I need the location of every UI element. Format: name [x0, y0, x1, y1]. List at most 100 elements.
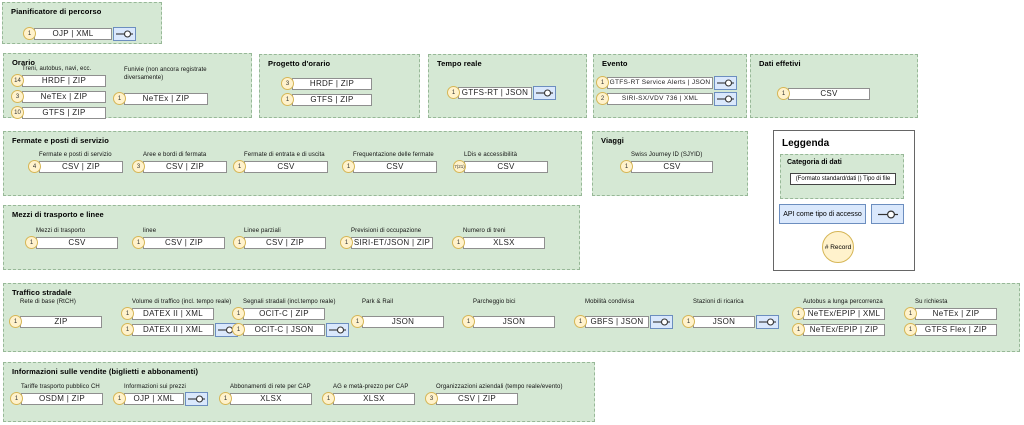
format-box: SIRI-SX/VDV 736 | XML [607, 92, 713, 105]
record-count-badge: 1 [113, 92, 126, 106]
format-box: OSDM | ZIP [21, 392, 103, 405]
section-title: Dati effetivi [759, 59, 801, 68]
format-box: CSV | ZIP [143, 236, 225, 249]
item-label: Parcheggio bici [473, 299, 516, 305]
item-label: Frequentazione delle fermate [353, 152, 434, 158]
record-count-badge: 1 [351, 315, 364, 328]
section-informazioni-sulle-vendite: Informazioni sulle vendite (biglietti e … [3, 362, 595, 422]
format-box: CSV [631, 160, 713, 173]
item-label: Aree e bordi di fermata [143, 152, 207, 158]
item-label: Autobus a lunga percorrenza [803, 299, 883, 305]
record-count-badge: 4 [28, 160, 41, 173]
item-label: AG e metà-prezzo per CAP [333, 384, 409, 390]
record-count-badge: 1 [23, 27, 36, 40]
section-fermate-e-posti-di-servizio: Fermate e posti di servizio Fermate e po… [3, 131, 582, 196]
record-count-badge: 1 [342, 160, 355, 173]
section-title: Progetto d'orario [268, 59, 331, 68]
section-mezzi-di-trasporto-e-linee: Mezzi di trasporto e linee Mezzi di tras… [3, 205, 580, 270]
section-title: Informazioni sulle vendite (biglietti e … [12, 367, 199, 376]
legend-title: Leggenda [782, 138, 830, 149]
item-label: Numero di treni [463, 228, 506, 234]
format-box: OCIT-C | ZIP [243, 307, 325, 320]
record-count-badge: 1 [904, 323, 917, 336]
format-box: OCIT-C | JSON [243, 323, 325, 336]
record-count-badge: 1 [452, 236, 465, 249]
section-title: Mezzi di trasporto e linee [12, 210, 104, 219]
item-label: Organizzazioni aziendali (tempo reale/ev… [436, 384, 563, 390]
item-label: Su richiesta [915, 299, 948, 305]
item-label: Park & Rail [362, 299, 394, 305]
format-box: JSON [473, 315, 555, 328]
record-count-badge: 3 [425, 392, 438, 405]
item-label: linee [143, 228, 157, 234]
legend-api-icon-box [871, 204, 904, 224]
format-box: XLSX [333, 392, 415, 405]
format-box: DATEX II | XML [132, 323, 214, 336]
legend-category-sample: Categoria di dati (Formato standard/dati… [780, 154, 904, 199]
record-count-badge: 1 [620, 160, 633, 173]
format-box: ZIP [20, 315, 102, 328]
api-icon [717, 78, 734, 87]
section-title: Tempo reale [437, 59, 482, 68]
data-item: Organizzazioni aziendali (tempo reale/ev… [425, 384, 563, 408]
format-box: NeTEx/EPIP | XML [803, 307, 885, 320]
item-label: Treni, autobus, navi, ecc. [22, 66, 92, 72]
record-count-badge: 1 [121, 307, 134, 320]
record-count-badge: 10 [11, 106, 24, 119]
data-item: Funivie (non ancora registrate diversame… [113, 66, 228, 108]
record-count-badge: 1 [233, 160, 246, 173]
record-count-badge: 1 [121, 323, 134, 336]
api-access-badge [714, 91, 737, 106]
record-count-badge: 1 [113, 392, 126, 405]
section-title: Traffico stradale [12, 288, 72, 297]
item-label: Abbonamenti di rete per CAP [230, 384, 311, 390]
format-box: NeTEx | ZIP [22, 90, 106, 103]
record-count-badge: 3 [281, 77, 294, 90]
record-count-badge: 1 [596, 76, 609, 89]
format-box: CSV | ZIP [39, 160, 123, 173]
legend-api-label: API come tipo di accesso [779, 204, 866, 224]
api-access-badge [650, 314, 673, 329]
format-box: NeTEx | ZIP [124, 92, 208, 105]
format-box: NeTEx | ZIP [915, 307, 997, 320]
format-box: CSV | ZIP [143, 160, 227, 173]
record-count-badge: 1 [132, 236, 145, 249]
